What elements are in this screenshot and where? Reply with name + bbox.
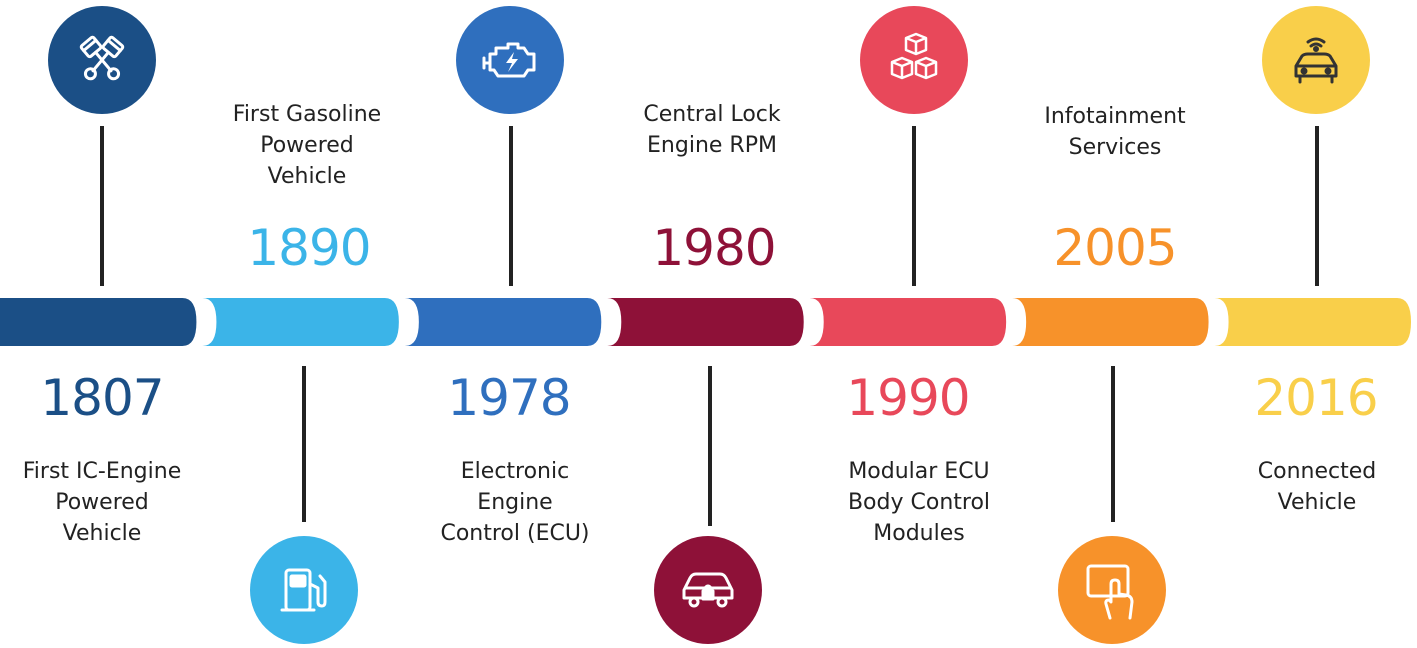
milestone-1990-icon-circle bbox=[860, 6, 968, 114]
connector-1980 bbox=[708, 366, 712, 526]
milestone-1807-icon-circle bbox=[48, 6, 156, 114]
car-lock-icon bbox=[682, 572, 734, 608]
year-1890: 1890 bbox=[247, 219, 371, 277]
timeline-segment-2016 bbox=[1214, 298, 1411, 346]
touchscreen-icon bbox=[1086, 564, 1134, 620]
timeline-segment-1807 bbox=[0, 298, 197, 346]
fuel-pump-icon bbox=[280, 568, 327, 612]
description-1807: First IC-Engine Powered Vehicle bbox=[22, 459, 182, 546]
connector-2016 bbox=[1315, 126, 1319, 286]
year-1978: 1978 bbox=[447, 369, 571, 427]
pistons-icon bbox=[79, 35, 125, 81]
description-1890: First Gasoline Powered Vehicle bbox=[232, 102, 382, 189]
connected-car-icon bbox=[1294, 37, 1338, 84]
milestone-1978-icon-circle bbox=[456, 6, 564, 114]
connector-1978 bbox=[509, 126, 513, 286]
year-1990: 1990 bbox=[846, 369, 970, 427]
engine-icon bbox=[482, 42, 536, 78]
milestone-1890-icon-circle bbox=[250, 536, 358, 644]
connector-1807 bbox=[100, 126, 104, 286]
connector-1890 bbox=[302, 366, 306, 522]
connector-2005 bbox=[1111, 366, 1115, 522]
description-2016: Connected Vehicle bbox=[1257, 459, 1377, 515]
description-1978: Electronic Engine Control (ECU) bbox=[440, 459, 590, 546]
timeline-segment-1890 bbox=[202, 298, 399, 346]
milestone-2016-icon-circle bbox=[1262, 6, 1370, 114]
timeline-segment-1978 bbox=[404, 298, 602, 346]
description-2005: Infotainment Services bbox=[1044, 104, 1186, 160]
year-1980: 1980 bbox=[652, 219, 776, 277]
milestone-1980-icon-circle bbox=[654, 536, 762, 644]
modules-icon bbox=[890, 32, 938, 80]
year-1807: 1807 bbox=[40, 369, 164, 427]
milestone-2005-icon-circle bbox=[1058, 536, 1166, 644]
timeline-segment-1980 bbox=[607, 298, 804, 346]
description-1980: Central Lock Engine RPM bbox=[643, 102, 781, 158]
description-1990: Modular ECU Body Control Modules bbox=[847, 459, 991, 546]
timeline-segment-1990 bbox=[809, 298, 1007, 346]
timeline-segment-2005 bbox=[1012, 298, 1209, 346]
year-2005: 2005 bbox=[1053, 219, 1177, 277]
connector-1990 bbox=[912, 126, 916, 286]
year-2016: 2016 bbox=[1254, 369, 1378, 427]
